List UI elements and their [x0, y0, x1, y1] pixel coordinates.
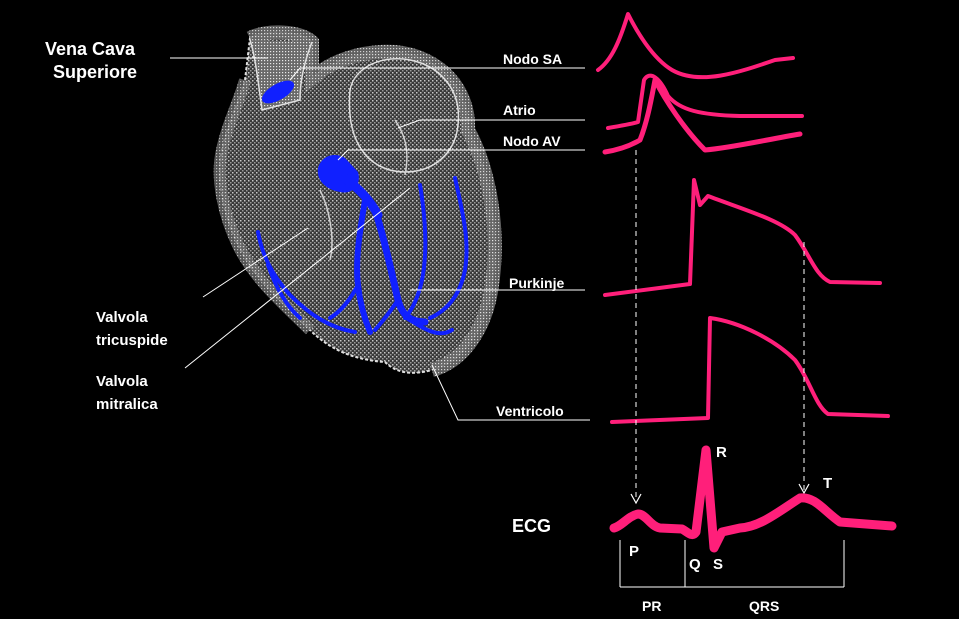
label-ecg: ECG	[512, 516, 551, 536]
label-valvola-mitralica-2: mitralica	[96, 396, 158, 413]
label-nodo-sa: Nodo SA	[503, 51, 562, 67]
wave-label-r: R	[716, 444, 727, 461]
label-nodo-av: Nodo AV	[503, 133, 561, 149]
label-vena-cava-1: Vena Cava	[45, 39, 136, 59]
label-valvola-tricuspide-2: tricuspide	[96, 332, 168, 349]
wave-label-p: P	[629, 543, 639, 560]
interval-brackets: PR QRS	[620, 540, 844, 614]
heart-illustration	[220, 32, 495, 372]
ecg-wave-labels: P Q R S T	[629, 444, 832, 573]
label-atrio: Atrio	[503, 102, 536, 118]
label-purkinje: Purkinje	[509, 275, 564, 291]
action-potentials	[598, 14, 888, 422]
wave-label-q: Q	[689, 556, 701, 573]
interval-label-pr: PR	[642, 598, 661, 614]
ecg-waveform	[614, 450, 892, 548]
interval-label-qrs: QRS	[749, 598, 779, 614]
atrial-action-potential	[608, 76, 802, 128]
purkinje-action-potential	[605, 180, 880, 295]
label-ventricolo: Ventricolo	[496, 403, 564, 419]
atrium-chamber	[349, 59, 458, 172]
sa-node-action-potential	[598, 14, 793, 77]
ecg-trace-group	[614, 450, 892, 548]
ventricular-action-potential	[612, 318, 888, 422]
label-valvola-mitralica-1: Valvola	[96, 373, 148, 390]
wave-label-t: T	[823, 475, 832, 492]
wave-label-s: S	[713, 556, 723, 573]
label-vena-cava-2: Superiore	[53, 62, 137, 82]
label-valvola-tricuspide-1: Valvola	[96, 309, 148, 326]
